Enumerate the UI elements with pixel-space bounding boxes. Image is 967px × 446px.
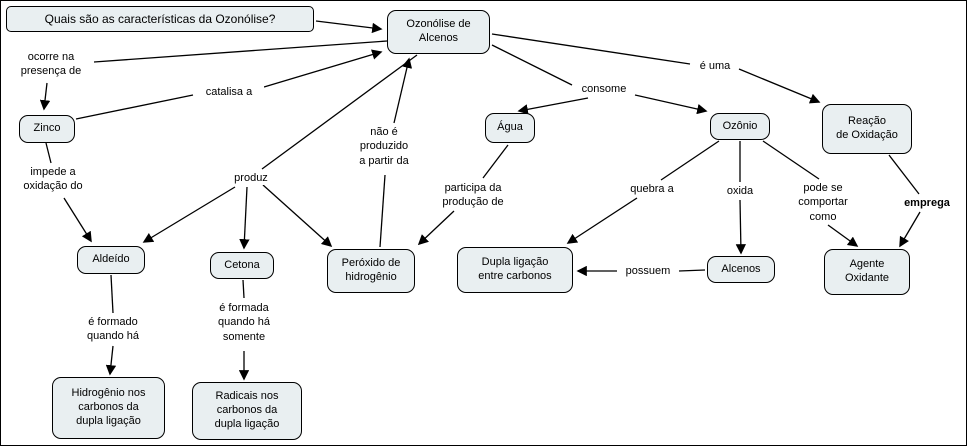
link-label-consome[interactable]: consome [574, 82, 634, 97]
link-label-produz[interactable]: produz [227, 171, 275, 186]
connector-consome-agua [517, 97, 589, 115]
connector-alcenos-possuem [678, 269, 706, 272]
connector-produz-aldeido [142, 186, 236, 243]
node-alcenos[interactable]: Alcenos [707, 256, 775, 283]
link-label-oxida[interactable]: oxida [721, 184, 759, 199]
connector-oxida-alcenos [735, 199, 747, 255]
link-label-e-formada-quando-ha-somente[interactable]: é formada quando há somente [206, 301, 282, 344]
connector-naoproduzido-ozonolise [393, 57, 413, 124]
node-cetona[interactable]: Cetona [210, 252, 274, 279]
connector-eformado-hidrogenio [105, 345, 117, 376]
connector-ozonio-quebra [660, 140, 720, 181]
connector-reacao-emprega [888, 154, 920, 195]
link-label-participa-da-producao-de[interactable]: participa da produção de [427, 181, 519, 210]
connector-zinco-impede [45, 142, 52, 164]
connector-euma-reacao [738, 68, 821, 104]
connector-agua-participa [482, 144, 509, 179]
node-radicais-nos-carbonos[interactable]: Radicais nos carbonos da dupla ligação [192, 382, 302, 440]
connector-ozonio-podese [762, 140, 820, 180]
connector-cetona-eformada [242, 279, 245, 299]
node-zinco[interactable]: Zinco [19, 115, 75, 143]
link-label-quebra-a[interactable]: quebra a [623, 182, 681, 197]
connector-participa-peroxido [417, 210, 455, 246]
node-hidrogenio-nos-carbonos[interactable]: Hidrogênio nos carbonos da dupla ligação [52, 377, 165, 439]
link-label-e-formado-quando-ha[interactable]: é formado quando há [77, 315, 149, 344]
connector-ocorre-zinco [39, 82, 51, 111]
node-reacao-de-oxidacao[interactable]: Reação de Oxidação [822, 104, 912, 154]
node-ozonio[interactable]: Ozônio [710, 113, 770, 140]
connector-question-ozonolise [315, 20, 383, 34]
connector-ozonolise-produz [261, 54, 418, 170]
link-label-e-uma[interactable]: é uma [693, 59, 737, 74]
connector-peroxido-naoproduzido [379, 174, 386, 248]
connector-produz-cetona [239, 186, 250, 250]
link-label-catalisa-a[interactable]: catalisa a [194, 85, 264, 100]
connector-ozonolise-consome [491, 44, 573, 86]
connector-ozonolise-euma [491, 33, 691, 65]
link-label-pode-se-comportar-como[interactable]: pode se comportar como [789, 181, 857, 224]
connector-aldeido-eformado [110, 274, 114, 314]
node-agente-oxidante[interactable]: Agente Oxidante [824, 249, 910, 295]
link-label-nao-e-produzido-a-partir-da[interactable]: não é produzido a partir da [346, 125, 422, 168]
node-peroxido-de-hidrogenio[interactable]: Peróxido de hidrogênio [327, 249, 415, 293]
node-aldeido[interactable]: Aldeído [77, 246, 145, 274]
connector-consome-ozonio [634, 94, 708, 115]
connector-impede-aldeido [63, 197, 92, 243]
connector-catalisa-ozonolise [263, 49, 383, 88]
link-label-ocorre-na-presenca-de[interactable]: ocorre na presença de [9, 50, 93, 79]
link-label-emprega[interactable]: emprega [899, 196, 955, 211]
link-label-impede-a-oxidacao-do[interactable]: impede a oxidação do [13, 165, 93, 194]
connector-quebra-dupla [566, 197, 638, 244]
node-dupla-ligacao-entre-carbonos[interactable]: Dupla ligação entre carbonos [457, 247, 573, 293]
node-question[interactable]: Quais são as características da Ozonólis… [6, 6, 314, 32]
connector-ozonolise-ocorre [93, 40, 388, 63]
link-label-possuem[interactable]: possuem [619, 264, 677, 279]
connector-zinco-catalisa [75, 94, 194, 120]
connector-produz-peroxido [262, 184, 333, 248]
connector-podese-agente [827, 224, 859, 247]
node-ozonolise-de-alcenos[interactable]: Ozonólise de Alcenos [387, 10, 490, 54]
node-agua[interactable]: Água [485, 113, 535, 143]
connector-emprega-agente [899, 211, 921, 248]
